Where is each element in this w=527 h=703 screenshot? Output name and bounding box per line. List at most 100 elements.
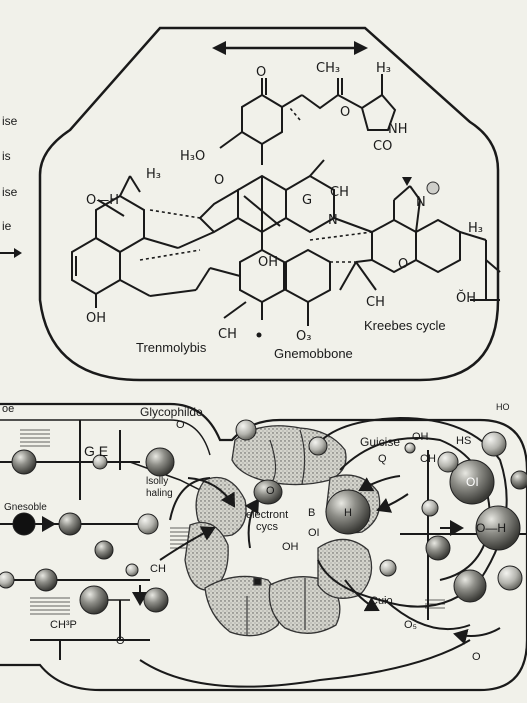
sphere-3 [92,454,108,470]
molecule-dashed-bonds [139,107,373,263]
top-captions: Trenmolybis Gnemobbone Kreebes cycle [136,318,446,361]
atom-o-h: O—H [86,193,119,208]
atom-oh-left: OH [86,311,106,326]
label-h: H [344,507,352,519]
atom-ch3-top: CH₃ [316,61,340,76]
atom-o-top: O [256,65,266,80]
label-hs: HS [456,435,471,447]
atom-o-mid: O [214,173,224,188]
arrow-cuio [344,579,380,612]
bottom-panel-frame [0,402,527,692]
sphere-1 [11,449,37,475]
label-ch3p: CH³P [50,619,77,631]
atom-n-mid: N [328,213,338,228]
label-oh-gui: OH [412,431,429,443]
bottom-panel: oe Glycophilde G E O Gnesoble lsolly hal… [0,402,527,692]
left-spheres [0,447,175,615]
label-q: Q [378,453,387,465]
atom-n-right: N [416,195,426,210]
sphere-8 [79,585,109,615]
sphere-11 [125,563,139,577]
caption-trenmolybis: Trenmolybis [136,340,207,355]
label-gnesoble: Gnesoble [4,502,47,513]
label-oh-center: OH [282,541,299,553]
sphere-dark [12,512,36,536]
right-spheres [379,431,527,603]
caption-gnemobbone: Gnemobbone [274,346,353,361]
atom-o-right-top: O [340,105,350,120]
label-glycophilde: Glycophilde [140,405,203,419]
sphere-2 [145,447,175,477]
atom-g-mid: G [302,193,312,208]
label-b: B [308,507,315,519]
label-electront: electront [246,509,288,521]
arrow-guicise [358,475,401,492]
left-entry-arrow-icon [0,248,22,258]
caption-kreebes-cycle: Kreebes cycle [364,318,446,333]
label-g-e: G E [84,443,108,459]
atom-o-low-right: O [398,257,408,272]
label-lsolly: lsolly [146,476,168,487]
label-o-bottom-right: O [472,651,481,663]
arrow-guicise-2 [376,493,409,513]
atom-nh: NH [388,122,408,137]
side-label-3: ise [2,185,18,199]
side-label-4: ie [2,219,12,233]
sphere-oi [449,459,495,505]
sphere-6 [34,568,58,592]
double-arrow-icon [212,41,368,55]
label-ch-left: CH [150,563,166,575]
label-oi-ball: OI [466,475,479,489]
label-ch-right: CH [420,453,436,465]
atom-co: CO [373,139,392,154]
label-haling: haling [146,488,173,499]
label-o5: O₅ [404,619,417,631]
central-spheres [235,419,371,535]
atom-ch-low: CH [218,327,237,342]
label-ho-small: HO [496,402,510,412]
atom-oh-mid: OH [258,255,278,270]
label-o-h-ball: O—H [476,521,506,535]
sphere-9 [143,587,169,613]
atom-o3: O₃ [296,329,311,344]
side-label-2: is [2,149,11,163]
arrow-to-complex-2 [159,526,216,561]
side-label-1: ise [2,114,18,128]
atom-h3-right: H₃ [468,221,483,236]
bottom-labels: oe Glycophilde G E O Gnesoble lsolly hal… [2,402,510,663]
top-panel: ise is ise ie [0,26,501,382]
label-o-small: O [176,419,185,431]
flow-arrows [30,475,501,645]
label-cycs: cycs [256,521,279,533]
sphere-7 [94,540,114,560]
atom-h3-top: H₃ [376,61,391,76]
atom-ch-mid: CH [330,185,349,200]
atom-oh-far-right: ŎH [456,290,476,306]
atom-ch-low-right: CH [366,295,385,310]
top-panel-frame [38,26,500,382]
label-o-elec: O [266,485,275,497]
label-cuio: Cuio [370,595,393,607]
atom-h3o: H₃O [180,149,205,164]
label-oi: OI [308,527,320,539]
atom-h3-left: H₃ [146,167,161,182]
sphere-5 [137,513,159,535]
arrow-bottom-right [453,627,501,645]
label-oe: oe [2,403,14,415]
label-guicise: Guicise [360,435,400,449]
atom-labels: O CH₃ H₃ O NH CO H₃O H₃ O—H CH N G O H₃ … [86,61,483,344]
sphere-h [325,489,371,535]
atom-marker-icon [426,181,440,195]
label-o-bottom: O [116,635,125,647]
arrow-electron [244,498,260,549]
sphere-10 [0,571,15,589]
arrow-to-complex-1 [187,477,236,508]
triangle-marker-icon [402,177,412,186]
molecule-bonds [71,74,501,326]
side-labels: ise is ise ie [2,114,18,233]
sphere-oh [475,505,521,551]
dot-marker-icon [256,332,262,338]
sphere-4 [58,512,82,536]
